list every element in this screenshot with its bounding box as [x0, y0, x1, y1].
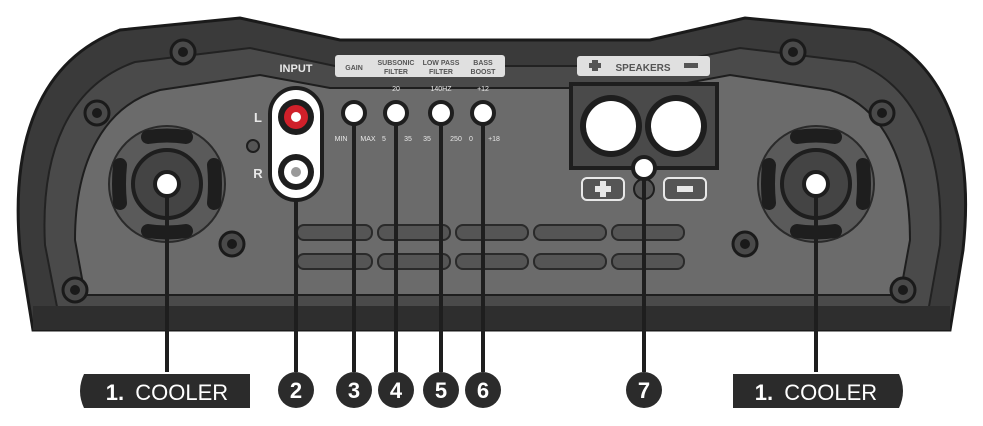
screw-icon: [731, 230, 759, 258]
bass-header-line2: BOOST: [471, 69, 497, 76]
screw-icon: [889, 276, 917, 304]
rca-left-red-jack[interactable]: [278, 99, 314, 135]
callout-dot: [631, 155, 657, 181]
callout-number: 6: [477, 378, 489, 403]
callout-bass: 6: [465, 372, 501, 408]
callout-label: COOLER: [784, 380, 877, 405]
cooler-fan-left: [108, 125, 226, 243]
lowpass-top-value: 140HZ: [430, 86, 452, 93]
callout-leader-lines: [165, 124, 818, 372]
speaker-terminal-negative[interactable]: [645, 95, 707, 157]
callout-gain: 3: [336, 372, 372, 408]
screw-icon: [218, 230, 246, 258]
channel-left-label: L: [254, 110, 262, 125]
panel-bottom-lip: [33, 306, 950, 330]
subsonic-scale-right: 35: [404, 136, 412, 143]
screw-icon: [83, 99, 111, 127]
cooler-fan-right: [757, 125, 875, 243]
gain-header: GAIN: [345, 65, 363, 72]
callout-input: 2: [278, 372, 314, 408]
subsonic-top-value: 20: [392, 86, 400, 93]
callout-speakers: 7: [626, 372, 662, 408]
screw-icon: [779, 38, 807, 66]
rca-right-white-jack[interactable]: [278, 154, 314, 190]
lowpass-header: LOW PASS: [423, 60, 460, 67]
callout-number: 5: [435, 378, 447, 403]
plus-icon: [581, 177, 625, 201]
lowpass-knob[interactable]: [428, 100, 454, 126]
callout-number: 7: [638, 378, 650, 403]
subsonic-knob[interactable]: [383, 100, 409, 126]
callout-subsonic: 4: [378, 372, 414, 408]
gain-scale-max: MAX: [360, 136, 376, 143]
bass-knob[interactable]: [470, 100, 496, 126]
screw-icon: [61, 276, 89, 304]
lowpass-scale-right: 250: [450, 136, 462, 143]
callout-cooler-left: 1. COOLER: [80, 374, 250, 408]
lowpass-scale-left: 35: [423, 136, 431, 143]
callout-number: 3: [348, 378, 360, 403]
screw-icon: [868, 99, 896, 127]
bass-scale-left: 0: [469, 136, 473, 143]
svg-text:1. COOLER: 1. COOLER: [755, 380, 877, 405]
callout-label: COOLER: [135, 380, 228, 405]
minus-icon: [663, 177, 707, 201]
minus-icon: [684, 63, 698, 68]
screw-icon: [246, 139, 260, 153]
callout-number: 1.: [755, 380, 773, 405]
callout-number: 2: [290, 378, 302, 403]
bass-boost-control[interactable]: BASS BOOST +12 0 +18: [469, 60, 500, 143]
gain-scale-min: MIN: [335, 136, 348, 143]
gain-control[interactable]: GAIN MIN MAX: [335, 65, 376, 143]
lowpass-header-line2: FILTER: [429, 69, 453, 76]
callout-number: 4: [390, 378, 403, 403]
channel-right-label: R: [253, 166, 263, 181]
plus-icon: [589, 60, 601, 71]
subsonic-header-line2: FILTER: [384, 69, 408, 76]
gain-knob[interactable]: [341, 100, 367, 126]
subsonic-scale-left: 5: [382, 136, 386, 143]
screw-icon: [169, 38, 197, 66]
input-label: INPUT: [280, 63, 313, 75]
subsonic-header: SUBSONIC: [378, 60, 415, 67]
svg-text:1. COOLER: 1. COOLER: [106, 380, 228, 405]
bass-scale-right: +18: [488, 136, 500, 143]
speaker-terminal-positive[interactable]: [580, 95, 642, 157]
callout-lowpass: 5: [423, 372, 459, 408]
speakers-label: SPEAKERS: [615, 63, 670, 74]
controls-header-band: [335, 55, 505, 77]
bass-header: BASS: [473, 60, 493, 67]
callout-number: 1.: [106, 380, 124, 405]
speakers-header-band: [577, 56, 710, 76]
callout-cooler-right: 1. COOLER: [733, 374, 903, 408]
bass-top-value: +12: [477, 86, 489, 93]
